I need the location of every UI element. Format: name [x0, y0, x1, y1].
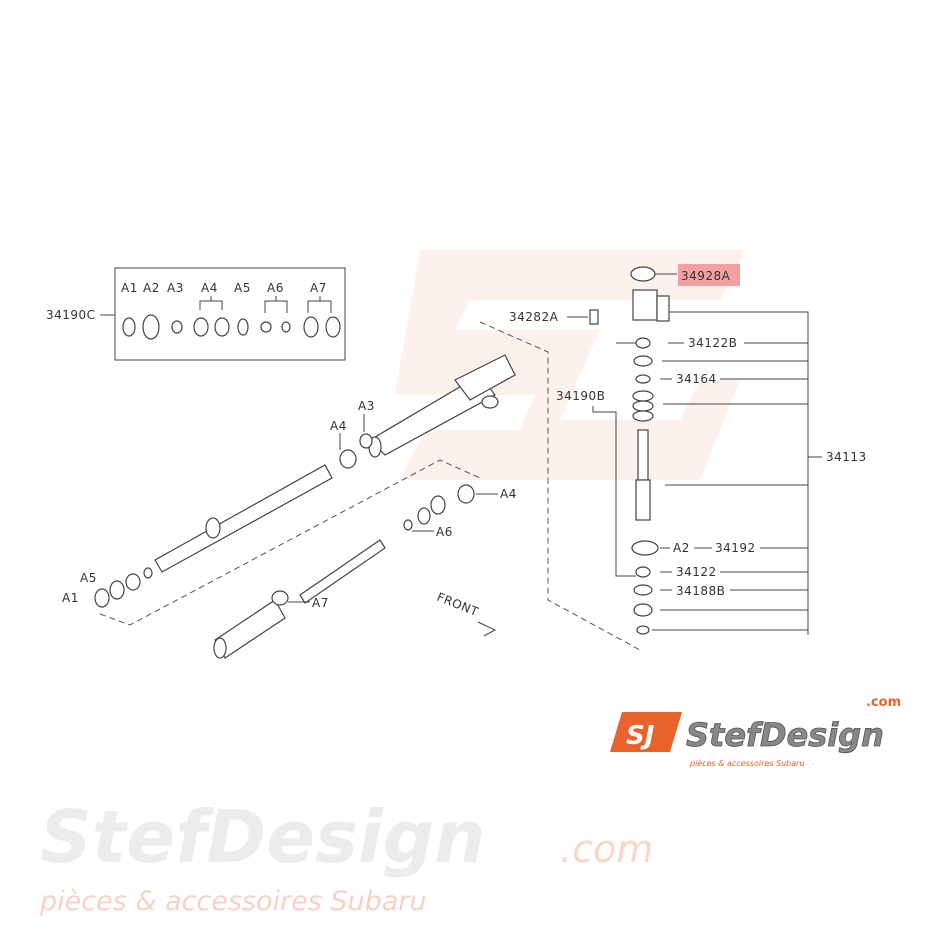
logo-brand: StefDesign — [686, 716, 884, 754]
label-a4-right[interactable]: A4 — [500, 487, 517, 501]
label-34192[interactable]: 34192 — [715, 541, 756, 555]
label-a5[interactable]: A5 — [80, 571, 97, 585]
label-34122[interactable]: 34122 — [676, 565, 717, 579]
kit-item-a7[interactable]: A7 — [310, 281, 327, 295]
watermark-sj-icon — [395, 250, 745, 480]
rack-assembly: A3 A4 A4 A6 A5 A1 A7 FRONT — [62, 321, 641, 659]
highlight-box — [678, 264, 740, 286]
label-a1[interactable]: A1 — [62, 591, 79, 605]
label-a7[interactable]: A7 — [312, 596, 329, 610]
label-34188b[interactable]: 34188B — [676, 584, 725, 598]
front-arrow-icon — [477, 621, 497, 637]
watermark-tld: .com — [560, 827, 653, 871]
watermark: StefDesign .com pièces & accessoires Sub… — [39, 250, 745, 917]
kit-item-a2[interactable]: A2 — [143, 281, 160, 295]
watermark-brand: StefDesign — [40, 795, 485, 879]
svg-text:SJ: SJ — [626, 721, 655, 751]
stefdesign-logo: SJ StefDesign .com pièces & accessoires … — [610, 695, 901, 768]
kit-item-a4[interactable]: A4 — [201, 281, 218, 295]
label-34928a[interactable]: 34928A — [681, 269, 731, 283]
kit-item-a6[interactable]: A6 — [267, 281, 284, 295]
kit-box: 34190C A1 A2 A3 A4 A5 A6 A7 — [46, 267, 346, 361]
label-a6[interactable]: A6 — [436, 525, 453, 539]
kit-item-a5[interactable]: A5 — [234, 281, 251, 295]
logo-tagline: pièces & accessoires Subaru — [689, 758, 805, 768]
kit-item-a1[interactable]: A1 — [121, 281, 138, 295]
label-a3[interactable]: A3 — [358, 399, 375, 413]
label-34164[interactable]: 34164 — [676, 372, 717, 386]
label-a2[interactable]: A2 — [673, 541, 690, 555]
logo-tld: .com — [866, 695, 901, 710]
label-34190b[interactable]: 34190B — [556, 389, 605, 403]
watermark-tagline: pièces & accessoires Subaru — [39, 886, 427, 917]
label-34113[interactable]: 34113 — [826, 450, 867, 464]
logo-sj-icon — [610, 712, 682, 752]
label-34282a[interactable]: 34282A — [509, 310, 559, 324]
label-a4-top[interactable]: A4 — [330, 419, 347, 433]
kit-part-number[interactable]: 34190C — [46, 308, 96, 322]
front-indicator: FRONT — [435, 590, 481, 619]
label-34122b[interactable]: 34122B — [688, 336, 737, 350]
kit-item-a3[interactable]: A3 — [167, 281, 184, 295]
pinion-assembly: 34928A 34282A 34122B 34164 34190B 34113 … — [509, 264, 867, 635]
